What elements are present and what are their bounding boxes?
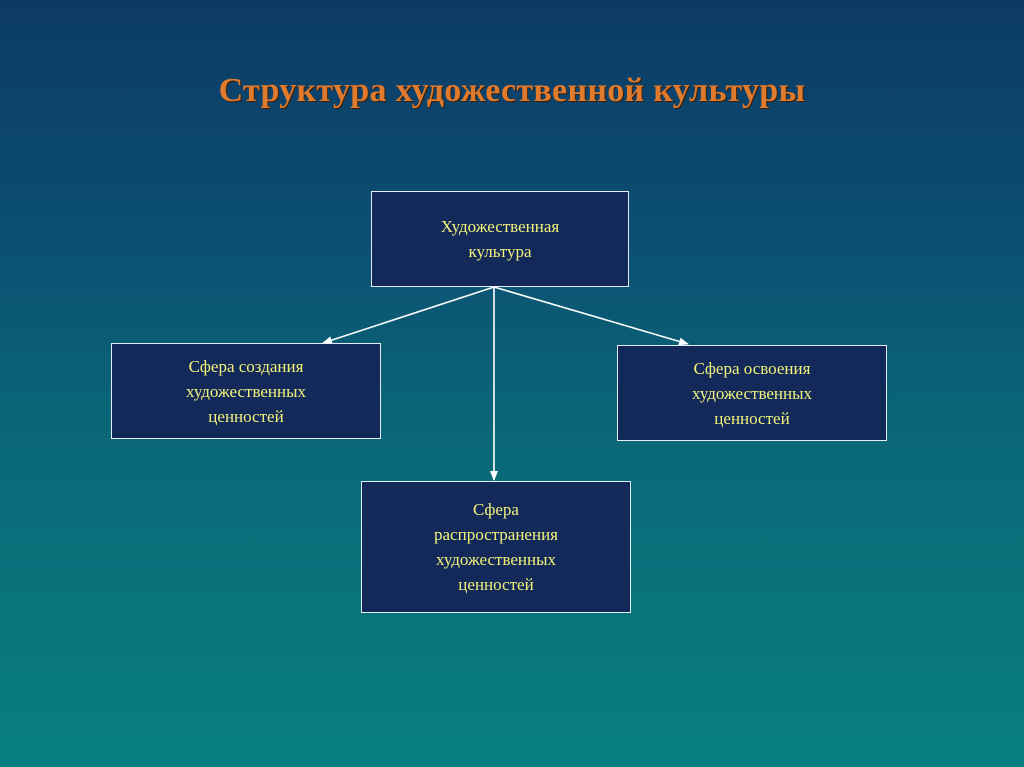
slide-title: Структура художественной культуры [218, 72, 806, 109]
node-mastering-sphere: Сфера освоения художественных ценностей [617, 345, 887, 441]
node-artistic-culture: Художественная культура [371, 191, 629, 287]
node-creation-sphere-label: Сфера создания художественных ценностей [185, 356, 307, 426]
node-distribution-sphere: Сфера распространения художественных цен… [361, 481, 631, 613]
node-mastering-sphere-label: Сфера освоения художественных ценностей [691, 358, 813, 428]
node-artistic-culture-label: Художественная культура [440, 217, 560, 261]
node-creation-sphere: Сфера создания художественных ценностей [111, 343, 381, 439]
node-distribution-sphere-label: Сфера распространения художественных цен… [434, 500, 558, 594]
arrow-root-to-right [493, 286, 689, 346]
arrow-root-to-left [322, 286, 495, 345]
